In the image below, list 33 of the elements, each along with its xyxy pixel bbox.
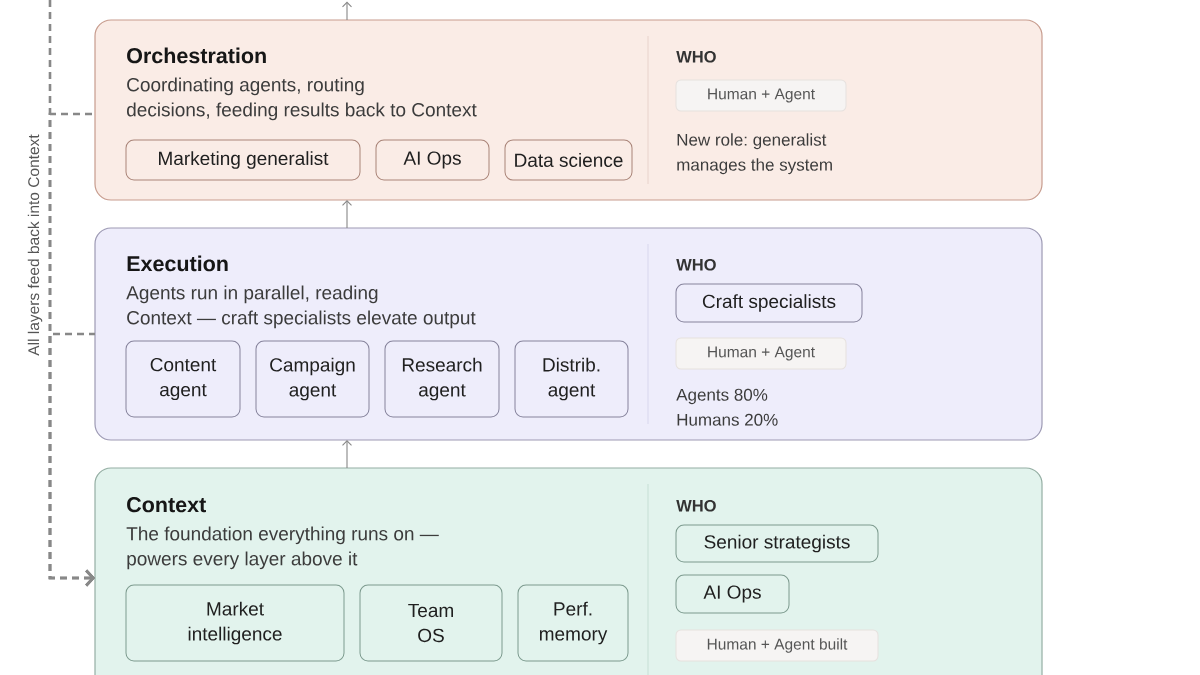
context-card: Team OS — [359, 584, 503, 662]
who-heading: WHO — [676, 499, 716, 512]
arrow — [341, 1, 353, 21]
feedback-arrow — [48, 332, 95, 587]
human-agent-badge: Human + Agent built — [675, 629, 879, 662]
role-pill: AI Ops — [675, 574, 790, 614]
who-heading: WHO — [676, 50, 716, 63]
arrow — [341, 200, 353, 229]
role-pill: Craft specialists — [675, 283, 863, 323]
role-pill: Senior strategists — [675, 524, 879, 563]
agent-card: Campaign agent — [255, 340, 370, 418]
context-card: Perf. memory — [517, 584, 629, 662]
agent-card: Distrib. agent — [514, 340, 629, 418]
agent-card: Content agent — [125, 340, 241, 418]
human-agent-badge: Human + Agent — [675, 337, 847, 370]
layer-title: Context — [127, 497, 206, 513]
arrow — [341, 440, 353, 469]
who-heading: WHO — [676, 258, 716, 271]
role-pill: Marketing generalist — [125, 139, 361, 181]
role-note: Humans 20% — [677, 413, 778, 426]
human-agent-badge: Human + Agent — [675, 79, 847, 112]
layer-description: The foundation everything runs on — powers every layer above it — [126, 526, 439, 570]
layer-description: Agents run in parallel, reading Context — craft specialists elevate output — [126, 285, 476, 329]
role-note: New role: generalist manages the system — [677, 133, 832, 175]
layer-title: Execution — [127, 255, 228, 272]
role-pill: AI Ops — [375, 139, 490, 181]
role-note: Agents 80% — [676, 388, 768, 405]
layer-title: Orchestration — [127, 47, 266, 64]
context-card: Market intelligence — [125, 584, 345, 662]
agent-card: Research agent — [384, 340, 500, 418]
layer-description: Coordinating agents, routing decisions, feeding results back to Context — [127, 77, 477, 121]
side-label: All layers feed back into Context — [27, 134, 43, 356]
role-pill: Data science — [504, 139, 633, 181]
